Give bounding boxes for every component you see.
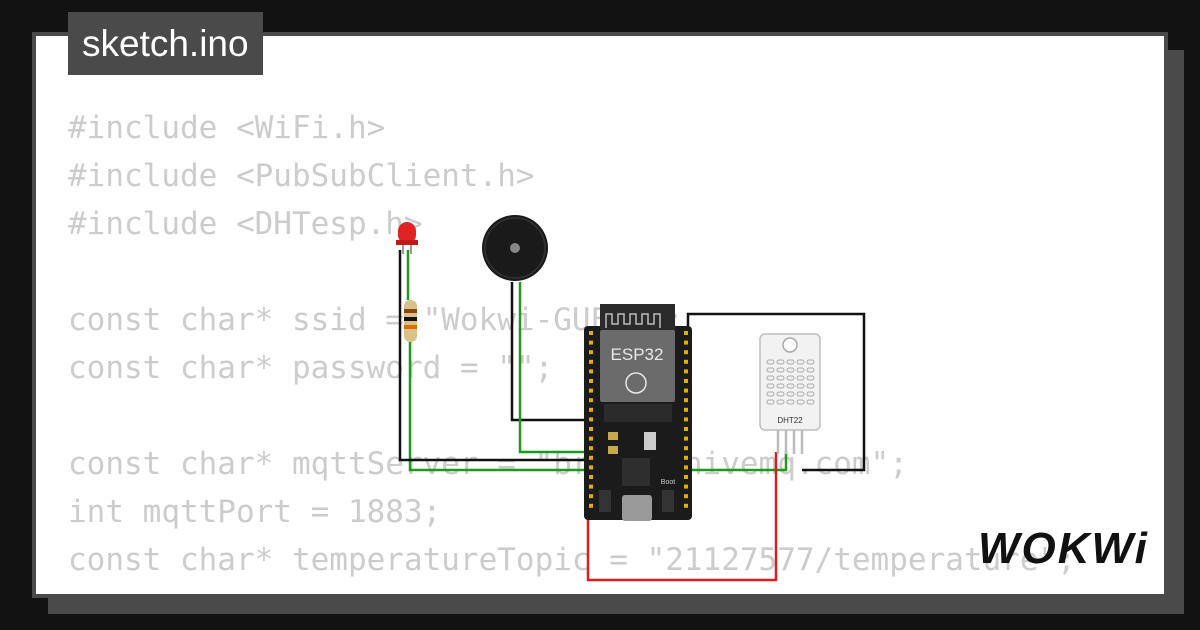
vent-slot <box>786 367 795 373</box>
sensor-label: DHT22 <box>777 416 803 425</box>
boot-label: Boot <box>661 479 675 486</box>
code-line: #include <WiFi.h> <box>68 110 386 146</box>
vent-slot <box>766 367 775 373</box>
vent-slot <box>786 399 795 405</box>
header-pin <box>684 503 688 508</box>
header-pin <box>684 369 688 374</box>
header-pin <box>684 379 688 383</box>
led-red[interactable] <box>396 222 418 254</box>
wire-dht-black <box>686 312 866 472</box>
wire-resistor-green <box>408 342 590 472</box>
header-pin <box>589 340 593 345</box>
code-line: const char* humidityTopic = "21127577/hu… <box>68 584 1076 594</box>
vent-slot <box>766 399 775 405</box>
header-pin <box>684 407 688 412</box>
vent-slot <box>766 383 775 389</box>
vent-slot <box>776 391 785 397</box>
vent-slot <box>786 375 795 381</box>
header-pin <box>684 455 688 460</box>
header-pin <box>684 350 688 355</box>
header-pin <box>684 494 688 499</box>
header-pin <box>589 331 593 335</box>
header-pin <box>589 359 593 364</box>
header-pin <box>684 446 688 451</box>
vent-slot <box>796 383 805 389</box>
vent-slot <box>806 383 815 389</box>
vent-slot <box>766 359 775 365</box>
vent-slot <box>766 391 775 397</box>
header-pin <box>589 446 593 451</box>
wire-buzzer-red <box>518 282 590 454</box>
vent-slot <box>806 367 815 373</box>
code-line: #include <PubSubClient.h> <box>68 158 535 194</box>
header-pin <box>589 398 593 403</box>
header-pin <box>684 475 688 479</box>
header-pin <box>684 388 688 393</box>
wire-led-black <box>398 250 590 462</box>
header-pin <box>684 340 688 345</box>
sensor-vents <box>766 359 815 405</box>
header-pin <box>684 436 688 441</box>
header-pin <box>684 417 688 422</box>
vent-slot <box>786 383 795 389</box>
vent-slot <box>776 367 785 373</box>
vent-slot <box>796 367 805 373</box>
header-pin <box>684 359 688 364</box>
header-pin <box>684 427 688 431</box>
vent-slot <box>796 399 805 405</box>
wire-dht-green <box>674 452 788 472</box>
vent-slot <box>796 375 805 381</box>
header-pin <box>589 455 593 460</box>
header-pin <box>589 436 593 441</box>
vent-slot <box>776 383 785 389</box>
wokwi-logo: WOKWi <box>978 524 1149 573</box>
vent-slot <box>806 391 815 397</box>
header-pin <box>589 427 593 431</box>
header-pin <box>589 494 593 499</box>
header-pin <box>589 484 593 489</box>
dht22-sensor[interactable]: DHT22 <box>759 333 821 454</box>
wire-dht-red <box>586 452 778 582</box>
header-pin <box>589 417 593 422</box>
vent-slot <box>806 375 815 381</box>
esp32-label: ESP32 <box>611 345 664 364</box>
file-tab[interactable]: sketch.ino <box>68 12 263 75</box>
header-pin <box>589 379 593 383</box>
code-line: const char* password = ""; <box>68 350 554 386</box>
vent-slot <box>806 359 815 365</box>
header-pin <box>684 484 688 489</box>
header-pins <box>589 331 688 508</box>
header-pin <box>589 465 593 470</box>
vent-slot <box>786 391 795 397</box>
vent-slot <box>766 375 775 381</box>
header-pin <box>589 475 593 479</box>
vent-slot <box>796 391 805 397</box>
code-line: int mqttPort = 1883; <box>68 494 442 530</box>
vent-slot <box>806 399 815 405</box>
header-pin <box>589 350 593 355</box>
vent-slot <box>786 359 795 365</box>
vent-slot <box>776 375 785 381</box>
buzzer[interactable] <box>482 215 548 281</box>
resistor[interactable] <box>404 300 417 342</box>
vent-slot <box>776 399 785 405</box>
header-pin <box>589 388 593 393</box>
header-pin <box>589 407 593 412</box>
header-pin <box>589 369 593 374</box>
header-pin <box>684 465 688 470</box>
vent-slot <box>776 359 785 365</box>
code-line: #include <DHTesp.h> <box>68 206 423 242</box>
vent-slot <box>796 359 805 365</box>
header-pin <box>684 331 688 335</box>
header-pin <box>684 398 688 403</box>
wires <box>398 250 866 582</box>
code-line: const char* temperatureTopic = "21127577… <box>68 542 1076 578</box>
header-pin <box>589 503 593 508</box>
esp32-board[interactable]: ESP32 Boot <box>584 304 692 521</box>
wire-buzzer-black <box>510 282 590 422</box>
